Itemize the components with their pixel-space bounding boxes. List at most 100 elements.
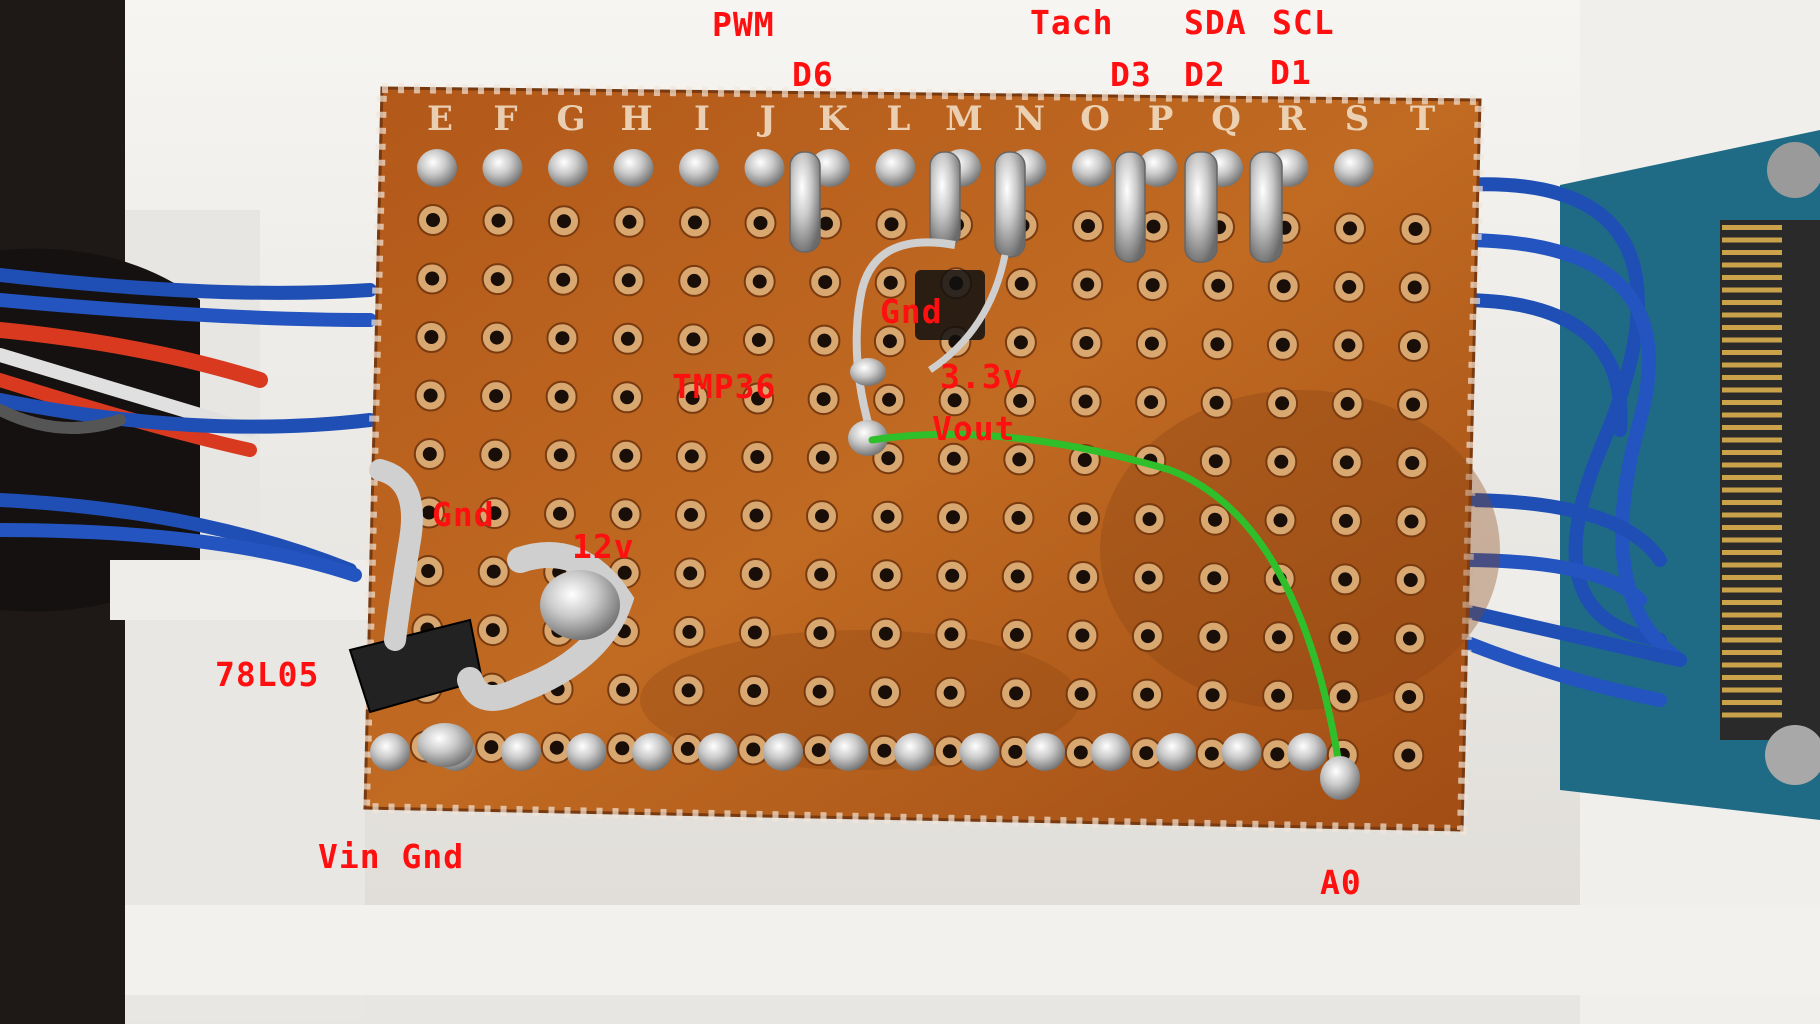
hole [557,214,571,229]
lcd-pin [1722,600,1782,605]
solder-joint [1334,149,1374,187]
hole [1011,510,1026,525]
hole [1077,453,1092,467]
hole [1014,276,1029,291]
hole [1008,744,1023,759]
lcd-pin [1722,350,1782,355]
hole [556,272,571,287]
hole [1401,748,1416,763]
lcd-pin [1722,712,1782,718]
label-tach: Tach [1030,3,1114,42]
hole [881,451,896,466]
hole [688,215,702,230]
hole [750,450,765,464]
hole [1144,336,1159,351]
solder-joint [548,149,588,187]
hole [681,683,696,698]
lcd-pin [1722,525,1782,530]
column-letter: T [1410,99,1435,139]
hole [1146,219,1161,234]
hole [1343,221,1357,236]
lcd-pin [1722,675,1782,680]
lcd-pin [1722,437,1782,443]
hole [1077,511,1091,526]
hole [487,506,502,521]
green-jumper-wire [868,430,1344,774]
solder-joint [744,149,785,187]
hole [684,507,698,522]
solder-joint [763,733,803,771]
column-letter: I [694,99,710,139]
hole [1271,630,1286,645]
hole [424,330,439,344]
hole [618,507,633,522]
column-letter: H [620,99,652,139]
hole [878,626,893,641]
solder-joint [417,149,457,187]
hole [683,566,698,581]
hole [554,389,569,404]
hole [813,626,828,641]
lcd-pin [1722,462,1782,468]
label-vin-gnd: Vin Gnd [318,837,465,876]
lcd-pin [1722,337,1782,343]
hole [815,450,830,465]
label-12v: 12v [572,527,635,566]
hole [1336,689,1351,704]
hole [1337,630,1352,645]
hole [942,744,957,759]
hole [1208,454,1223,469]
hole [1338,572,1353,587]
hole [747,684,762,698]
hole [1408,222,1423,236]
hole [1079,336,1094,350]
lcd-pin [1722,375,1782,380]
label-a0: A0 [1320,863,1362,902]
hole [426,213,440,227]
lcd-pin [1722,575,1782,580]
hole [1275,396,1290,411]
hole [1273,513,1288,528]
hole [1271,688,1286,703]
solder-joint [959,733,1000,771]
lcd-pin [1722,412,1782,418]
label-gnd-reg: Gnd [432,495,495,534]
hole [1404,514,1419,529]
hole [1206,629,1221,644]
solder-joint [1287,733,1327,771]
hole [1073,745,1088,760]
lcd-pin [1722,312,1782,318]
lcd-pin [1722,550,1782,555]
hole [1144,395,1159,410]
lcd-pin [1722,687,1782,693]
solder-joint [632,733,672,771]
hole [818,275,833,290]
hole [943,685,958,700]
column-letter: R [1277,99,1306,139]
lcd-pin [1722,262,1782,268]
hole [421,564,436,578]
hole [549,740,564,755]
hole [1009,686,1024,701]
hole [747,625,762,640]
label-tmp36: TMP36 [672,367,777,406]
hole [1276,279,1291,294]
hole [1407,280,1422,295]
solder-joint [1156,733,1196,771]
hole [944,627,959,642]
lcd-pin [1722,287,1782,293]
lcd-pin [1722,650,1782,655]
hole [1403,573,1418,587]
lcd-pin [1722,562,1782,568]
hole [880,509,895,524]
hole [488,447,503,462]
solder-joint [1137,149,1178,187]
hole [1145,278,1160,293]
hole [1075,628,1090,643]
solder-joint [1072,149,1112,187]
hole [485,623,500,638]
lcd-module [1560,130,1820,820]
lcd-pin [1722,512,1782,518]
